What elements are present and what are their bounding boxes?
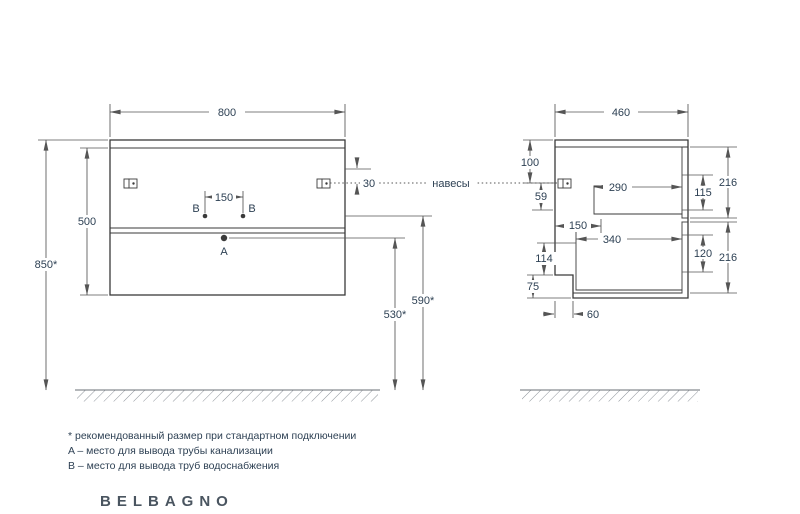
dim-hanger-drop: 59 — [535, 191, 547, 203]
front-view — [109, 139, 346, 296]
side-view — [554, 139, 689, 299]
dim-top-gap: 100 — [521, 157, 539, 169]
point-a-label: A — [220, 246, 228, 258]
dim-cutout-height: 75 — [527, 281, 539, 293]
dim-drawer-top-depth: 290 — [609, 182, 627, 194]
dim-supply-height: 590* — [412, 295, 435, 307]
dim-supply-spacing: 150 — [215, 192, 233, 204]
dimension-text-backgrounds — [29, 106, 740, 321]
hanger-bracket-side-icon — [557, 178, 572, 189]
footnote-point-a: A – место для вывода трубы канализации — [68, 445, 273, 457]
side-cabinet-outline — [554, 139, 689, 299]
dim-drawer-bottom-depth: 340 — [603, 234, 621, 246]
dim-drawer-top-inner-height: 115 — [694, 187, 712, 199]
brand-logo: BELBAGNO — [100, 493, 234, 510]
dim-mount-height: 850* — [35, 259, 58, 271]
dim-drawer-bottom-inner-height: 120 — [694, 248, 712, 260]
hangers-label: навесы — [432, 178, 470, 190]
dim-drain-height: 530* — [384, 309, 407, 321]
hanger-bracket-left-icon — [123, 178, 138, 189]
footnotes: * рекомендованный размер при стандартном… — [68, 430, 356, 472]
dim-side-depth: 460 — [612, 107, 630, 119]
dim-front-height: 500 — [78, 216, 96, 228]
side-dimension-lines — [523, 104, 737, 318]
dim-door-top-height: 216 — [719, 177, 737, 189]
footnote-recommended-size: * рекомендованный размер при стандартном… — [68, 430, 356, 442]
dim-cutout-depth: 60 — [587, 309, 599, 321]
point-b-right-dot — [240, 213, 246, 219]
hanger-bracket-right-icon — [316, 178, 331, 189]
dim-front-width: 800 — [218, 107, 236, 119]
point-a-dot — [220, 234, 228, 242]
point-b-left-dot — [202, 213, 208, 219]
front-dimension-lines — [38, 104, 432, 391]
dim-hanger-offset: 30 — [363, 178, 375, 190]
footnote-point-b: B – место для вывода труб водоснабжения — [68, 460, 279, 472]
point-b-right-label: B — [248, 203, 255, 215]
point-b-left-label: B — [192, 203, 199, 215]
dim-back-offset: 150 — [569, 220, 587, 232]
dim-door-bottom-height: 216 — [719, 252, 737, 264]
front-cabinet-outline — [109, 139, 346, 296]
floor-hatching — [75, 389, 700, 402]
dimension-labels: 800 500 850* 30 150 590* 530* B B A 460 … — [35, 107, 738, 321]
dim-cutout-offset: 114 — [535, 253, 553, 265]
